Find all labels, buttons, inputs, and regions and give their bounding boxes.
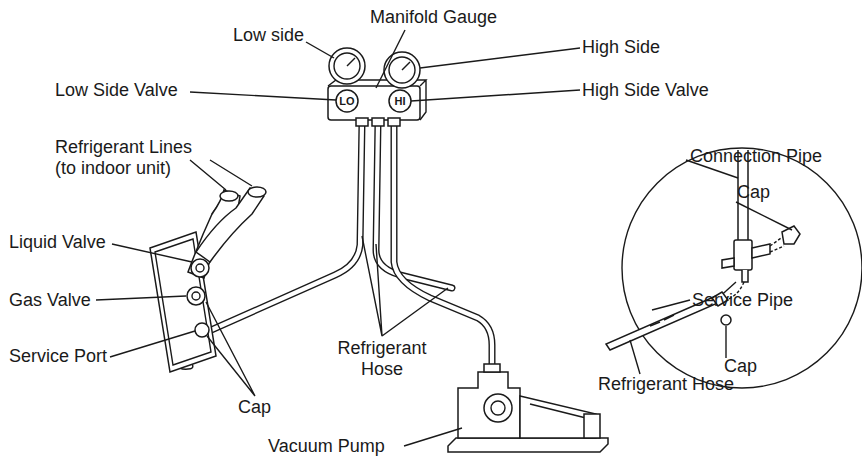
part-label: Gas Valve (9, 290, 91, 311)
part-label: Low Side Valve (55, 80, 178, 101)
valve-knob-label: LO (337, 95, 357, 107)
vacuum-pump-drawing (448, 364, 608, 452)
part-label: Service Port (9, 346, 107, 367)
part-label: Refrigerant Lines (to indoor unit) (55, 137, 205, 179)
detail-circle-drawing (606, 148, 862, 388)
part-label: High Side Valve (582, 80, 709, 101)
part-label: Manifold Gauge (370, 7, 497, 28)
valve-knob-label: HI (390, 95, 410, 107)
part-label: Connection Pipe (690, 146, 822, 167)
part-label: Refrigerant Hose (598, 374, 734, 395)
service-valve-drawing (150, 187, 266, 372)
part-label: High Side (582, 37, 660, 58)
part-label: Cap (737, 182, 770, 203)
refrigerant-hose-drawing (178, 122, 492, 372)
leader-lines (96, 30, 792, 446)
part-label: Vacuum Pump (268, 436, 385, 457)
part-label: Low side (233, 25, 304, 46)
part-label: Liquid Valve (9, 232, 106, 253)
part-label: Cap (724, 356, 757, 377)
part-label: Service Pipe (692, 290, 793, 311)
part-label: Refrigerant Hose (326, 338, 438, 380)
part-label: Cap (238, 397, 271, 418)
